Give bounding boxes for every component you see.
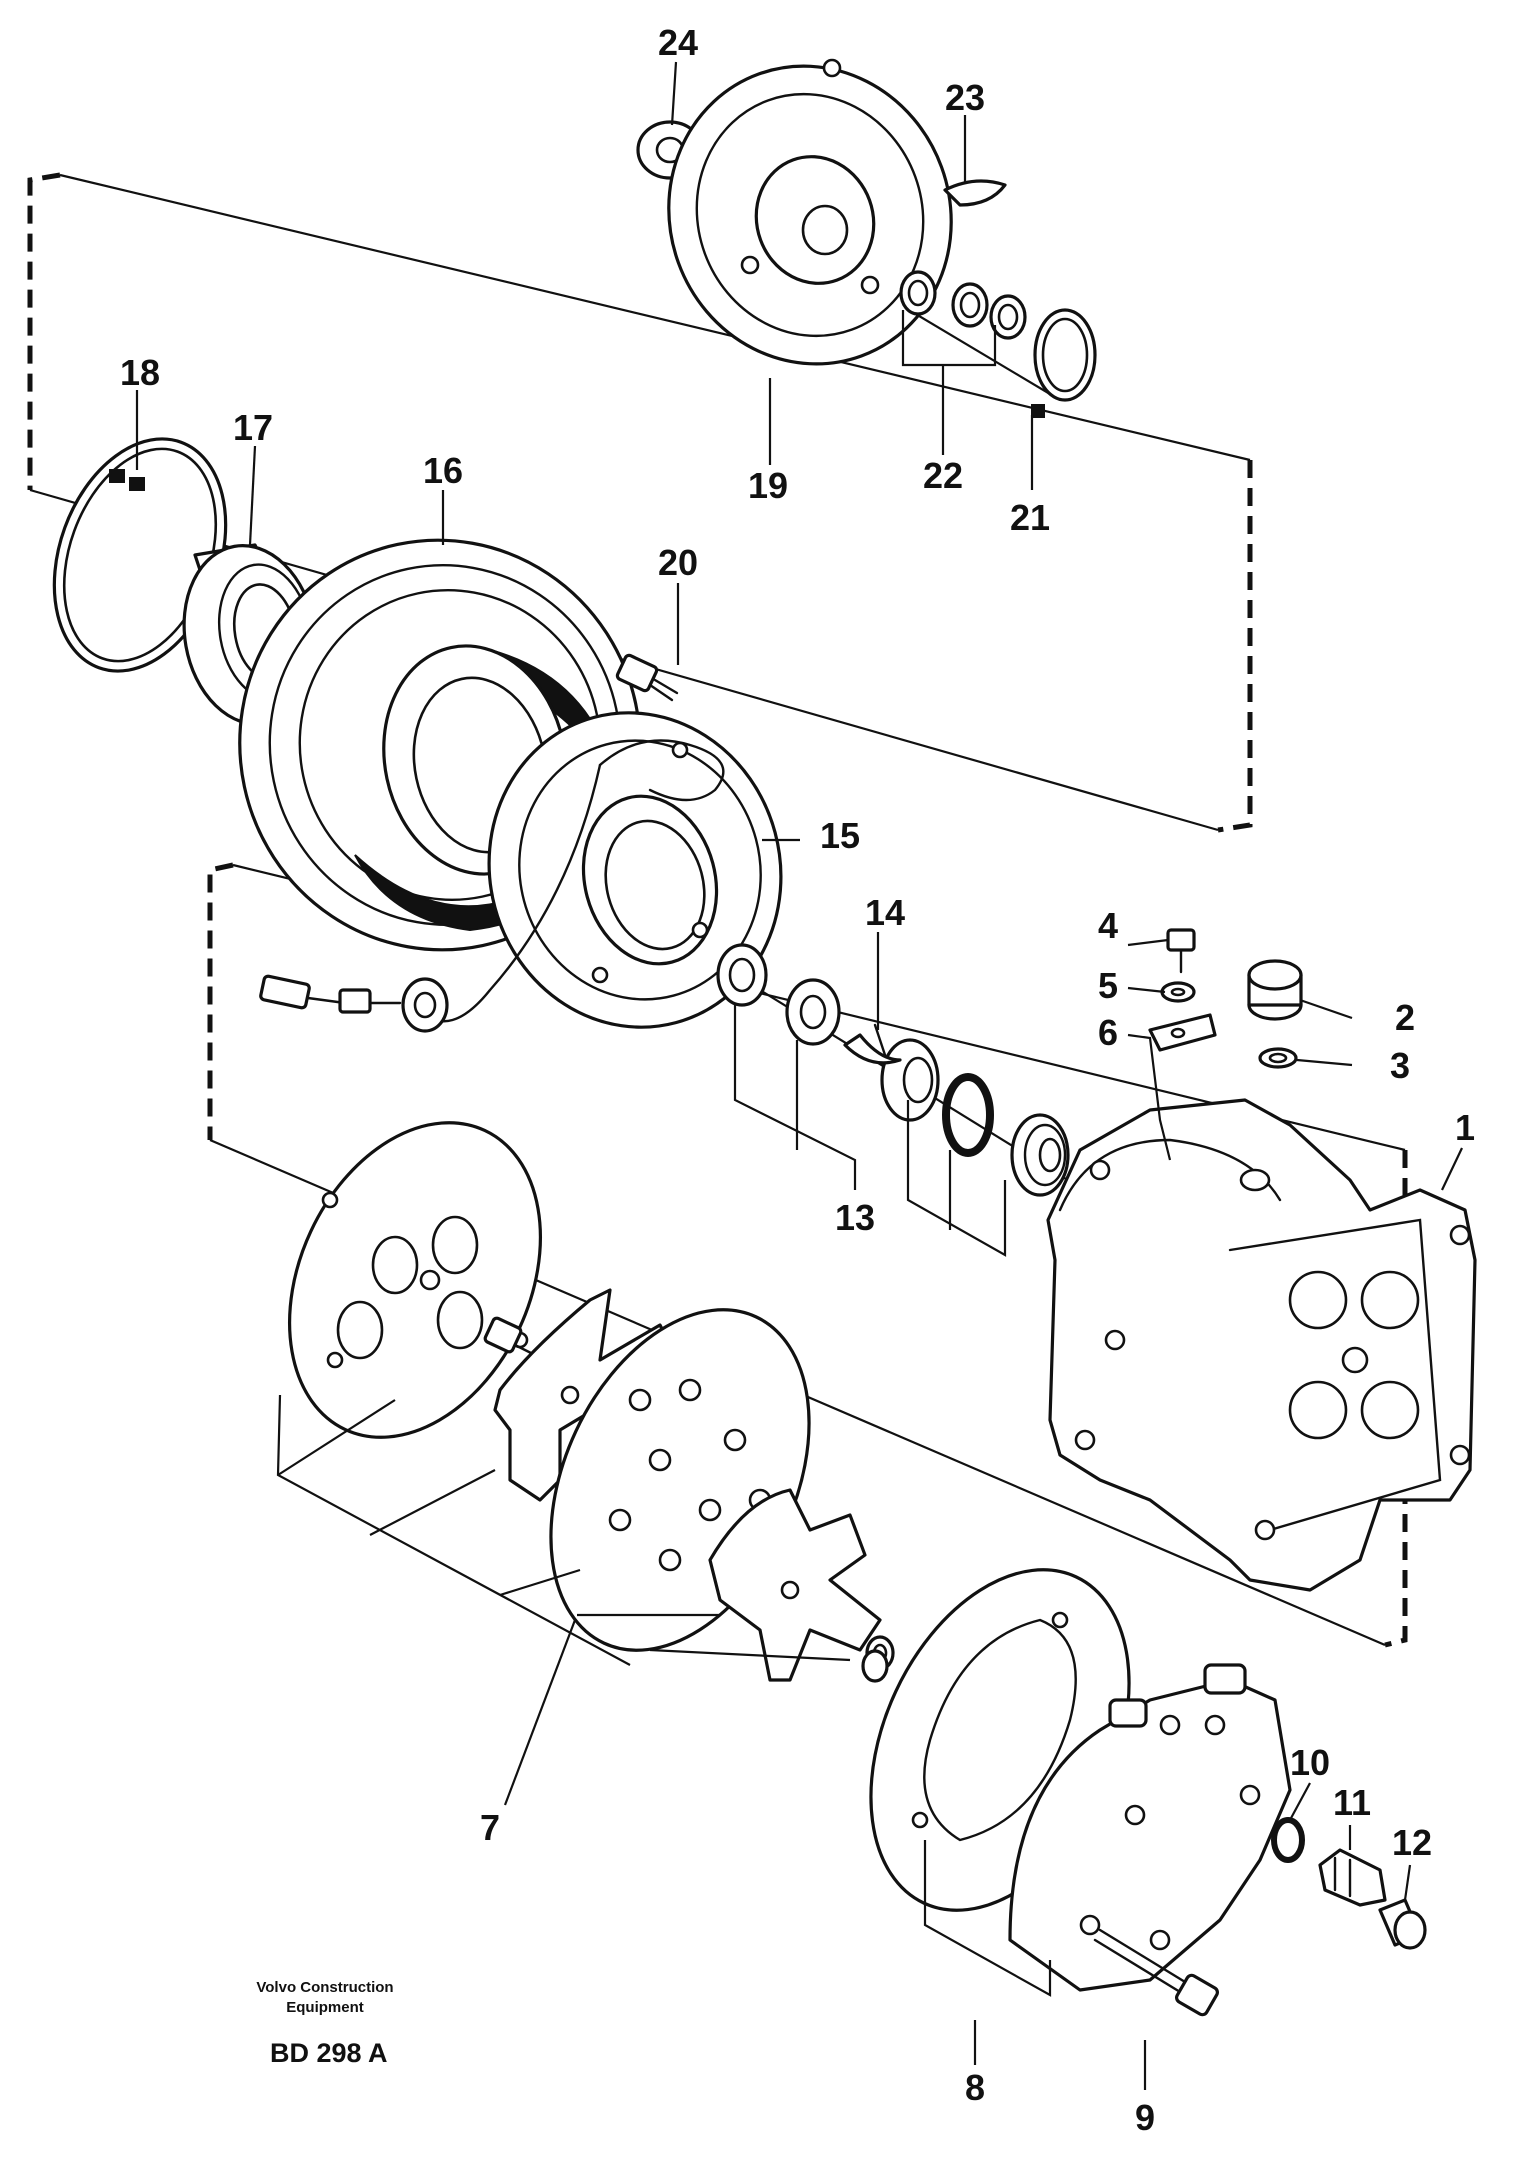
part-13-seal-kit	[716, 943, 1070, 1197]
callout-7: 7	[480, 1807, 500, 1848]
part-15-field-coil	[418, 711, 783, 1029]
callout-8: 8	[965, 2067, 985, 2108]
assembly-outline-upper	[27, 172, 1253, 833]
leader-lines	[135, 61, 1463, 2090]
part-6-bracket	[1148, 1013, 1217, 1052]
callout-9: 9	[1135, 2097, 1155, 2138]
callout-15: 15	[820, 815, 860, 856]
callout-5: 5	[1098, 965, 1118, 1006]
part-19-clutch-hub-plate	[667, 58, 953, 366]
callout-22: 22	[923, 455, 963, 496]
callout-6: 6	[1098, 1012, 1118, 1053]
callout-13: 13	[835, 1197, 875, 1238]
callout-18: 18	[120, 352, 160, 393]
callout-11: 11	[1333, 1782, 1371, 1823]
callout-20: 20	[658, 542, 698, 583]
part-22-shims	[899, 270, 1027, 340]
part-11-service-valve	[1318, 1848, 1387, 1907]
callout-14: 14	[865, 892, 905, 933]
footer-drawing-code: BD 298 A	[270, 2038, 388, 2068]
callout-23: 23	[945, 77, 985, 118]
callout-3: 3	[1390, 1045, 1410, 1086]
callout-21: 21	[1010, 497, 1050, 538]
part-20-screw	[615, 653, 679, 702]
callout-labels: 24 23 18 17 16 19 22 21 20 15 14 4 5 6 2…	[120, 22, 1475, 2138]
part-10-o-ring	[1271, 1817, 1305, 1863]
part-12-cap	[1378, 1898, 1427, 1950]
callout-12: 12	[1392, 1822, 1432, 1863]
part-14-clip	[843, 1023, 902, 1065]
part-4-bolt	[1166, 928, 1196, 974]
callout-17: 17	[233, 407, 273, 448]
part-7-small-washers	[861, 1635, 895, 1683]
part-7-gasket	[287, 1121, 543, 1439]
part-3-washer	[1258, 1047, 1298, 1069]
footer: Volvo Construction Equipment BD 298 A	[256, 1979, 393, 2068]
callout-10: 10	[1290, 1742, 1330, 1783]
part-7-reed-valve-upper	[493, 1288, 672, 1502]
callout-4: 4	[1098, 905, 1118, 946]
part-21-snap-ring	[1031, 308, 1097, 418]
part-2-plug	[1247, 959, 1303, 1021]
part-9-cylinder-head	[1008, 1663, 1292, 1992]
assembly-outline-lower	[207, 862, 1408, 1648]
callout-16: 16	[423, 450, 463, 491]
part-23-key	[943, 179, 1007, 207]
part-1-compressor-housing	[1046, 1098, 1477, 1592]
part-7-reed-valve-lower	[708, 1488, 882, 1682]
callout-2: 2	[1395, 997, 1415, 1038]
part-15-wire-connector	[259, 974, 449, 1033]
footer-company-line1: Volvo Construction	[256, 1979, 393, 1996]
footer-company-line2: Equipment	[286, 1999, 364, 2016]
part-9-bolt	[1093, 1928, 1219, 2017]
callout-19: 19	[748, 465, 788, 506]
part-18-retaining-ring	[52, 437, 228, 673]
part-7-screw	[483, 1316, 547, 1362]
callout-1: 1	[1455, 1107, 1475, 1148]
callout-24: 24	[658, 22, 698, 63]
part-5-washer	[1160, 981, 1196, 1003]
